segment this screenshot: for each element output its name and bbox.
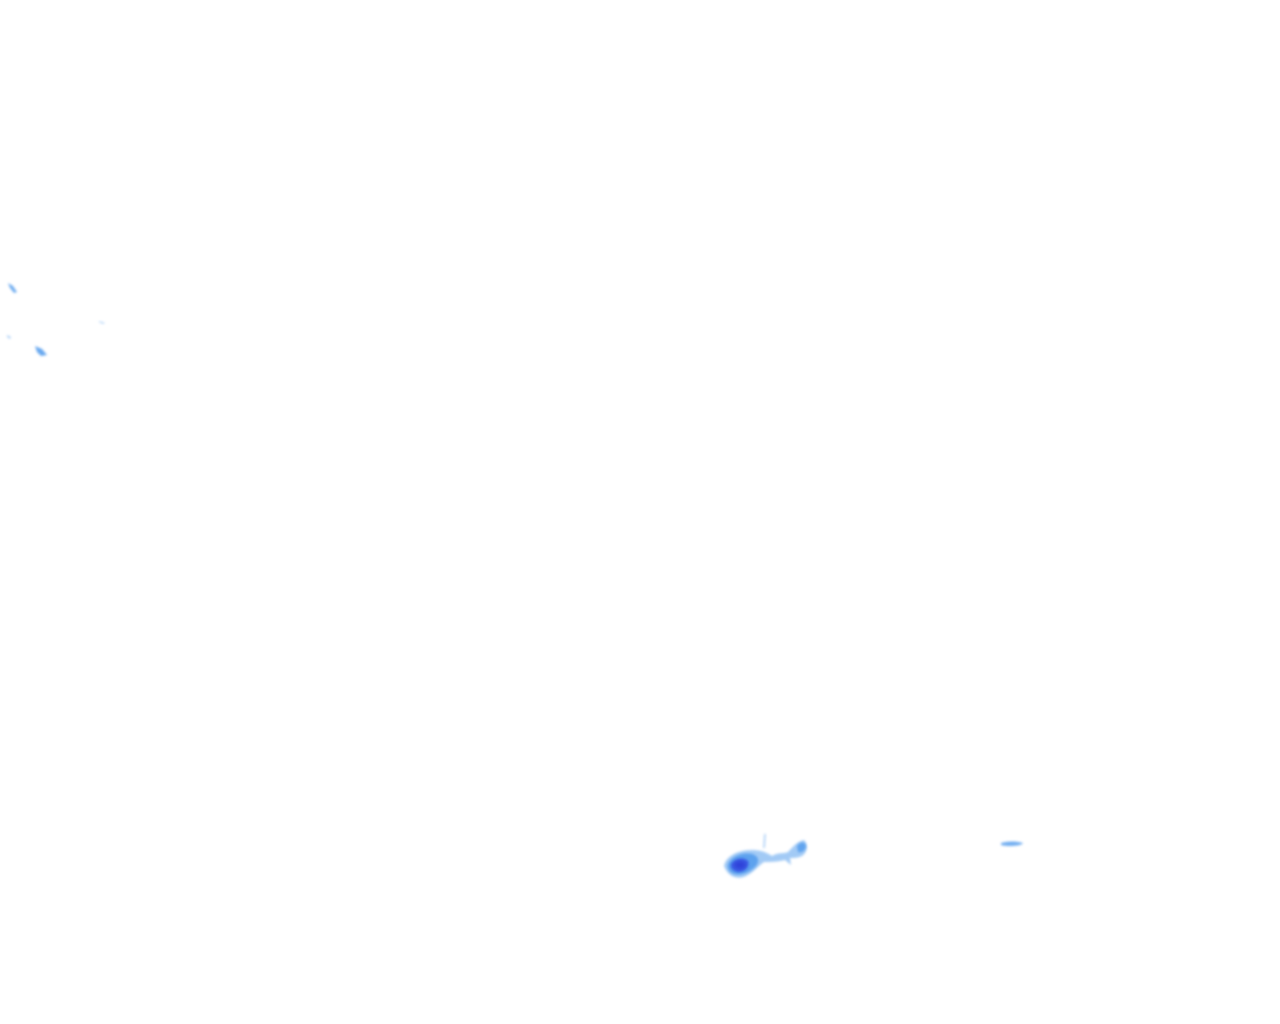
radar-echo: [8, 283, 17, 293]
radar-echo: [35, 346, 47, 356]
echo-storm-cell: [724, 834, 807, 878]
radar-echo-core-center: [734, 861, 746, 869]
radar-echo: [99, 321, 105, 324]
radar-echo-thread: [763, 834, 766, 848]
radar-echo: [7, 335, 11, 339]
radar-echo-tail: [797, 842, 806, 853]
echo-cluster-west: [7, 283, 105, 356]
echo-band-east: [1001, 841, 1023, 847]
radar-echo: [1001, 841, 1023, 847]
